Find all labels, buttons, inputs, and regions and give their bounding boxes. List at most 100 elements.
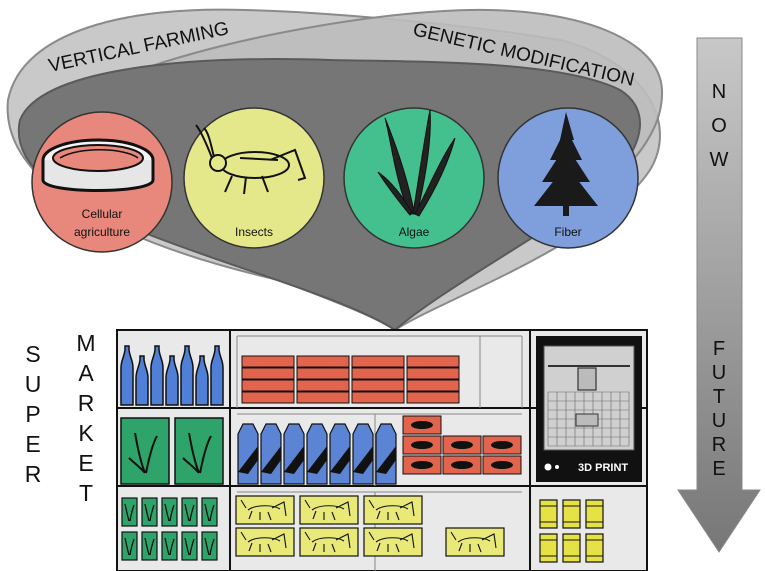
algae-box (120, 417, 170, 485)
cricket-icon (240, 499, 287, 521)
bottle (150, 345, 164, 406)
algae-icon (144, 537, 155, 556)
algae-icon (377, 109, 456, 217)
can (181, 497, 198, 527)
circle-fiber: Fiber (497, 107, 639, 249)
cellular-agriculture-label-2: agriculture (74, 225, 130, 239)
bottle (210, 345, 224, 406)
circle-algae: Algae (343, 107, 485, 249)
brick (406, 355, 460, 368)
algae-label: Algae (399, 225, 430, 239)
cricket-box (363, 527, 423, 557)
brick (406, 379, 460, 392)
brick (296, 355, 350, 368)
carton-stripe (284, 446, 304, 474)
can (201, 497, 218, 527)
market-letter: T (79, 480, 93, 506)
cricket-box (445, 527, 505, 557)
algae-boxes-group (120, 417, 224, 485)
can (539, 499, 558, 529)
now-label: NOW (710, 81, 729, 171)
cricket-icon (240, 531, 287, 553)
algae-icon (128, 432, 158, 474)
yellow-cans-group (539, 499, 604, 563)
future-letter: F (713, 338, 725, 360)
bottle (120, 345, 134, 406)
brick-hole (451, 461, 473, 469)
bottles-group (120, 345, 224, 406)
algae-icon (204, 537, 215, 556)
fiber-label: Fiber (554, 225, 581, 239)
market-letter: A (78, 360, 94, 386)
brick-hole (411, 461, 433, 469)
brick (296, 367, 350, 380)
tree-icon (534, 112, 598, 216)
printer-light (555, 465, 559, 469)
brick-hole (491, 461, 513, 469)
carton-stripe (376, 446, 396, 474)
cricket-icon (368, 499, 415, 521)
algae-icon (164, 503, 175, 522)
cricket-icon (195, 124, 307, 195)
cricket-box (299, 527, 359, 557)
supermarket-shelf: 3D PRINT (116, 329, 648, 571)
cartons-group (237, 423, 397, 485)
future-letter: R (712, 434, 726, 456)
future-letter: E (712, 458, 725, 480)
cellular-agriculture-label-1: Cellular (82, 207, 123, 221)
market-letter: R (78, 390, 95, 416)
can (181, 531, 198, 561)
carton-stripe (261, 446, 281, 474)
bottle (165, 355, 179, 406)
market-letter: K (78, 420, 94, 446)
cricket-icon (304, 531, 351, 553)
algae-icon (124, 537, 135, 556)
printer-grid (547, 391, 630, 447)
can (141, 497, 158, 527)
cricket-icon (450, 531, 497, 553)
carton-stripe (330, 446, 350, 474)
brick (351, 355, 405, 368)
can (585, 499, 604, 529)
can (161, 531, 178, 561)
brick (241, 379, 295, 392)
3d-printer: 3D PRINT (536, 336, 642, 482)
future-letter: U (712, 362, 726, 384)
cricket-box (235, 495, 295, 525)
can (562, 499, 581, 529)
brick (296, 391, 350, 404)
market-letter: M (76, 330, 95, 356)
algae-circle (343, 107, 485, 249)
super-letter: R (25, 461, 42, 487)
super-letter: P (25, 401, 40, 427)
algae-icon (184, 503, 195, 522)
cricket-box (299, 495, 359, 525)
algae-icon (144, 503, 155, 522)
brick-hole (491, 441, 513, 449)
algae-icon (182, 432, 212, 474)
circle-cellular-agriculture: Cellular agriculture (31, 111, 173, 253)
super-letter: S (25, 341, 40, 367)
brick-hole (411, 421, 433, 429)
category-circles: Cellular agriculture Insects (31, 107, 639, 253)
brick (241, 355, 295, 368)
brick-hole (411, 441, 433, 449)
algae-icon (184, 537, 195, 556)
market-letter: E (78, 450, 93, 476)
printer-label: 3D PRINT (578, 462, 628, 474)
can (121, 531, 138, 561)
can (562, 533, 581, 563)
algae-box (174, 417, 224, 485)
brick (351, 367, 405, 380)
bottle (195, 355, 209, 406)
printer-head-icon (577, 367, 597, 391)
brick (241, 391, 295, 404)
super-letter: E (25, 431, 40, 457)
printer-button (544, 463, 552, 471)
carton-stripe (307, 446, 327, 474)
bricks-mid-group (402, 415, 522, 475)
petri-dish-meat-icon (41, 138, 155, 192)
